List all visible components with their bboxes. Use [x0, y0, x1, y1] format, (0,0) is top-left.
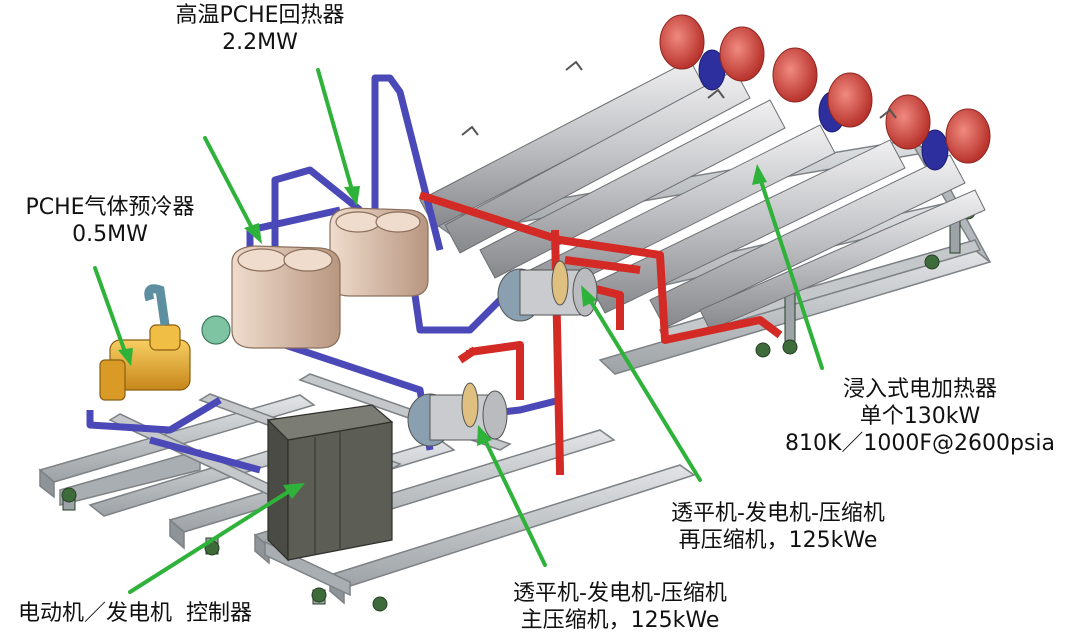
recompressor-label: 透平机-发电机-压缩机 再压缩机，125kWe: [628, 500, 928, 554]
leader-precooler: [93, 266, 133, 366]
heater-name: 浸入式电加热器: [842, 377, 997, 402]
precooler-unit: [99, 284, 231, 401]
leader-heater: [752, 164, 824, 370]
controller-label: 电动机／发电机 控制器: [18, 600, 252, 627]
recuperator-power: 2.2MW: [222, 30, 298, 55]
recompressor-name: 透平机-发电机-压缩机: [671, 501, 885, 526]
heater-rating: 810K／1000F@2600psia: [784, 431, 1056, 456]
controller-cabinet: [266, 404, 394, 562]
turbomachine-units: [407, 260, 598, 447]
leader-recuperator-1: [316, 68, 360, 206]
main-compressor-label: 透平机-发电机-压缩机 主压缩机，125kWe: [470, 580, 770, 634]
recompressor-detail: 再压缩机，125kWe: [678, 528, 878, 553]
main-compressor-name: 透平机-发电机-压缩机: [513, 581, 727, 606]
heater-unit: 单个130kW: [859, 404, 981, 429]
leader-controller: [128, 483, 305, 594]
precooler-power: 0.5MW: [72, 222, 148, 247]
heater-label: 浸入式电加热器 单个130kW 810K／1000F@2600psia: [770, 376, 1070, 457]
caster-wheels: [61, 204, 976, 612]
recuperator-name: 高温PCHE回热器: [175, 3, 345, 28]
main-compressor-detail: 主压缩机，125kWe: [520, 608, 720, 633]
leader-lines: [93, 68, 824, 594]
leader-recuperator-2: [203, 136, 262, 244]
recuperator-units: [231, 207, 429, 349]
leader-recompressor: [581, 285, 702, 482]
cold-piping: [86, 74, 561, 474]
controller-name: 电动机／发电机 控制器: [18, 601, 252, 626]
precooler-name: PCHE气体预冷器: [25, 195, 195, 220]
recuperator-label: 高温PCHE回热器 2.2MW: [130, 2, 390, 56]
leader-main-compressor: [477, 425, 547, 567]
precooler-label: PCHE气体预冷器 0.5MW: [0, 194, 220, 248]
